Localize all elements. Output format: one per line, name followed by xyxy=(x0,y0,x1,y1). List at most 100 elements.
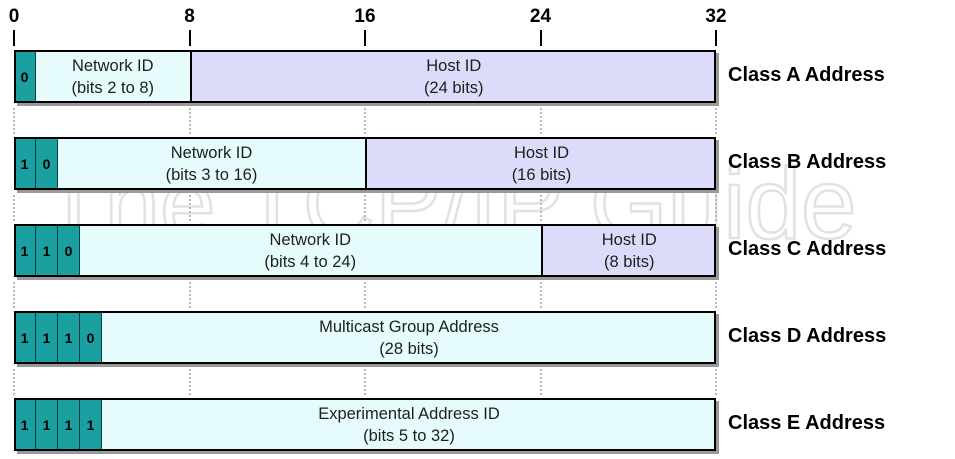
bit-value: 0 xyxy=(86,329,95,346)
axis-tick-label: 24 xyxy=(529,6,552,27)
field-label: Network ID (bits 2 to 8) xyxy=(36,55,190,99)
class-prefix-bit: 1 xyxy=(58,398,80,451)
field-bit-range: (bits 2 to 8) xyxy=(71,78,155,97)
field-bit-range: (bits 5 to 32) xyxy=(363,426,455,445)
class-prefix-bit: 0 xyxy=(80,311,102,364)
bit-value: 1 xyxy=(20,155,29,172)
field-bit-range: (16 bits) xyxy=(511,165,572,184)
axis-tick-mark xyxy=(13,30,15,46)
class-label: Class E Address xyxy=(728,412,886,434)
bit-value: 1 xyxy=(20,242,29,259)
class-prefix-bit: 1 xyxy=(80,398,102,451)
bit-gridline xyxy=(188,108,191,134)
class-label: Class C Address xyxy=(728,238,887,260)
field-name: Network ID xyxy=(269,230,352,249)
class-prefix-bit: 1 xyxy=(14,398,36,451)
class-prefix-bit: 1 xyxy=(58,311,80,364)
field-label: Multicast Group Address (28 bits) xyxy=(102,316,716,360)
bit-gridline xyxy=(13,282,15,308)
bit-value: 1 xyxy=(86,416,95,433)
bit-gridline xyxy=(539,195,542,221)
bit-gridline xyxy=(539,369,542,395)
bit-gridline xyxy=(188,195,191,221)
field-label: Experimental Address ID (bits 5 to 32) xyxy=(102,403,716,447)
bit-value: 0 xyxy=(64,242,73,259)
field-name: Experimental Address ID xyxy=(318,404,500,423)
class-prefix-bit: 1 xyxy=(36,398,58,451)
field-bit-range: (8 bits) xyxy=(604,252,655,271)
class-prefix-bit: 0 xyxy=(14,50,36,103)
host-id-field: Host ID (16 bits) xyxy=(365,137,716,190)
bit-gridline xyxy=(715,108,717,134)
field-label: Network ID (bits 4 to 24) xyxy=(80,229,541,273)
class-prefix-bit: 1 xyxy=(14,224,36,277)
class-prefix-bit: 1 xyxy=(36,311,58,364)
bit-value: 1 xyxy=(20,329,29,346)
field-bit-range: (24 bits) xyxy=(423,78,484,97)
class-prefix-bit: 0 xyxy=(58,224,80,277)
axis-tick-mark xyxy=(364,30,366,46)
bit-value: 0 xyxy=(20,68,29,85)
field-bit-range: (bits 3 to 16) xyxy=(165,165,258,184)
field-name: Host ID xyxy=(513,143,569,162)
host-id-field: Host ID (24 bits) xyxy=(189,50,717,103)
bit-gridline xyxy=(364,369,366,395)
host-id-field: Host ID (8 bits) xyxy=(540,224,717,277)
network-id-field: Network ID (bits 3 to 16) xyxy=(58,137,365,190)
bit-gridline xyxy=(13,108,15,134)
field-label: Host ID (8 bits) xyxy=(543,229,717,273)
class-prefix-bit: 0 xyxy=(36,137,58,190)
axis-tick-mark xyxy=(188,30,191,46)
address-row: Network ID (bits 2 to 8) Host ID (24 bits) 0 xyxy=(14,50,719,106)
field-name: Multicast Group Address xyxy=(319,317,499,336)
field-name: Network ID xyxy=(71,56,154,75)
bit-value: 1 xyxy=(42,416,51,433)
axis-tick-label: 32 xyxy=(705,6,727,27)
bit-gridline xyxy=(715,282,717,308)
network-id-field: Experimental Address ID (bits 5 to 32) xyxy=(102,398,716,451)
address-row: Network ID (bits 4 to 24) Host ID (8 bits) 1… xyxy=(14,224,719,280)
class-label: Class A Address xyxy=(728,64,885,86)
bit-value: 0 xyxy=(42,155,51,172)
class-prefix-bit: 1 xyxy=(14,311,36,364)
field-name: Host ID xyxy=(426,56,482,75)
field-bit-range: (bits 4 to 24) xyxy=(264,252,357,271)
bit-gridline xyxy=(539,108,542,134)
field-bit-range: (28 bits) xyxy=(379,339,439,358)
axis-tick-mark xyxy=(539,30,542,46)
axis-tick-label: 8 xyxy=(184,6,195,27)
network-id-field: Network ID (bits 4 to 24) xyxy=(80,224,541,277)
network-id-field: Network ID (bits 2 to 8) xyxy=(36,50,190,103)
bit-gridline xyxy=(715,195,717,221)
bit-gridline xyxy=(364,282,366,308)
class-label: Class B Address xyxy=(728,151,887,173)
field-label: Network ID (bits 3 to 16) xyxy=(58,142,365,186)
address-row: Network ID (bits 3 to 16) Host ID (16 bits)… xyxy=(14,137,719,193)
axis-tick-mark xyxy=(715,30,717,46)
axis-tick-label: 16 xyxy=(354,6,376,27)
class-prefix-bit: 1 xyxy=(36,224,58,277)
bit-value: 1 xyxy=(20,416,29,433)
bit-value: 1 xyxy=(64,416,73,433)
bit-gridline xyxy=(188,282,191,308)
axis-tick-label: 0 xyxy=(8,6,20,27)
bit-gridline xyxy=(364,195,366,221)
bit-gridline xyxy=(364,108,366,134)
field-label: Host ID (24 bits) xyxy=(192,55,717,99)
field-name: Network ID xyxy=(170,143,253,162)
bit-value: 1 xyxy=(42,242,51,259)
bit-gridline xyxy=(13,369,15,395)
bit-gridline xyxy=(188,369,191,395)
class-prefix-bit: 1 xyxy=(14,137,36,190)
bit-value: 1 xyxy=(42,329,51,346)
bit-value: 1 xyxy=(64,329,73,346)
network-id-field: Multicast Group Address (28 bits) xyxy=(102,311,716,364)
bit-gridline xyxy=(13,195,15,221)
bit-gridline xyxy=(539,282,542,308)
class-label: Class D Address xyxy=(728,325,887,347)
field-name: Host ID xyxy=(601,230,657,249)
bit-gridline xyxy=(715,369,717,395)
